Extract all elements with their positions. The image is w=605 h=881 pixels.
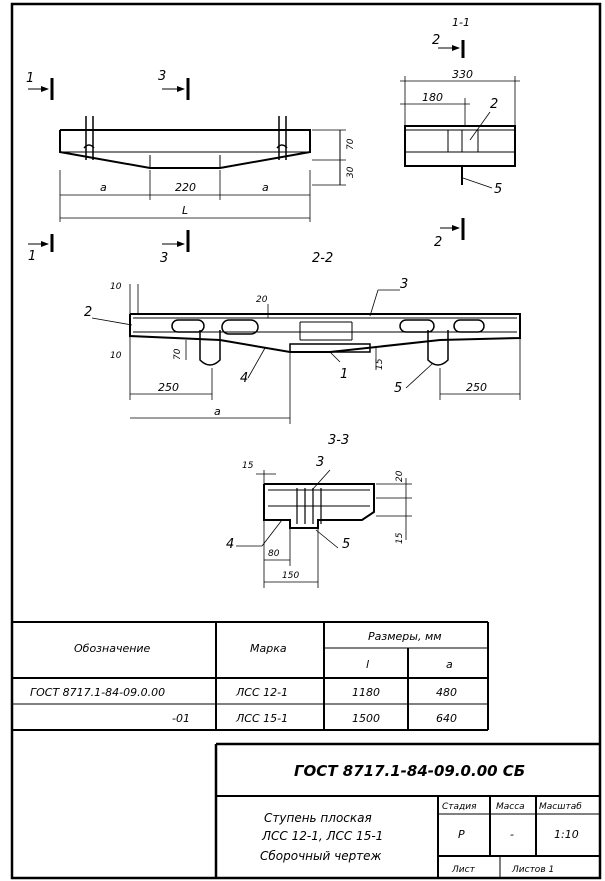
header-a: a bbox=[446, 658, 453, 671]
dim-15-right-sec33: 15 bbox=[395, 532, 405, 544]
section-3-3-view bbox=[236, 469, 412, 588]
dim-15-top-sec33: 15 bbox=[242, 461, 254, 471]
callout-5-sec22: 5 bbox=[394, 381, 402, 396]
callout-2-sec22: 2 bbox=[84, 305, 92, 320]
cut-mark-3-bottom: 3 bbox=[160, 251, 168, 266]
doc-name-line2: ЛСС 12-1, ЛСС 15-1 bbox=[261, 829, 383, 843]
dim-a-left: a bbox=[100, 181, 107, 194]
doc-name-line3: Сборочный чертеж bbox=[260, 849, 382, 863]
dim-20-sec22: 20 bbox=[256, 295, 268, 305]
doc-code: ГОСТ 8717.1-84-09.0.00 СБ bbox=[294, 762, 525, 780]
section-3-3-title: 3-3 bbox=[328, 433, 349, 448]
callout-3-sec22: 3 bbox=[400, 277, 408, 292]
sheets-label: Листов 1 bbox=[511, 865, 554, 875]
row2-mark: ЛСС 15-1 bbox=[235, 712, 288, 725]
cut-mark-3-top: 3 bbox=[158, 69, 166, 84]
sheet-label: Лист bbox=[451, 865, 476, 875]
dim-250-right: 250 bbox=[466, 381, 487, 394]
callout-4-sec22: 4 bbox=[240, 371, 248, 386]
dim-250-left: 250 bbox=[158, 381, 179, 394]
header-sizes: Размеры, мм bbox=[368, 630, 442, 643]
dim-30: 30 bbox=[346, 166, 356, 178]
spec-table bbox=[12, 621, 489, 731]
row1-mark: ЛСС 12-1 bbox=[235, 686, 288, 699]
drawing-frame bbox=[10, 2, 602, 880]
dim-15-sec22: 15 bbox=[375, 358, 385, 370]
title-block bbox=[214, 742, 600, 878]
elevation-view bbox=[28, 78, 346, 252]
header-l: l bbox=[366, 658, 369, 671]
dim-180: 180 bbox=[422, 91, 443, 104]
section-1-1-view bbox=[400, 40, 520, 240]
mass-label: Масса bbox=[496, 802, 525, 812]
dim-10-top: 10 bbox=[110, 282, 122, 292]
section-1-1-title: 1-1 bbox=[452, 16, 470, 29]
callout-2-sec11: 2 bbox=[490, 97, 498, 112]
row2-designation: -01 bbox=[172, 712, 190, 725]
stage-label: Стадия bbox=[442, 802, 477, 812]
row1-l: 1180 bbox=[352, 686, 380, 699]
doc-name-line1: Ступень плоская bbox=[264, 811, 372, 825]
row2-l: 1500 bbox=[352, 712, 380, 725]
callout-1-sec22: 1 bbox=[340, 367, 348, 382]
row1-a: 480 bbox=[436, 686, 457, 699]
scale-value: 1:10 bbox=[554, 828, 579, 841]
dim-20-sec33: 20 bbox=[395, 470, 405, 482]
section-2-2-title: 2-2 bbox=[312, 251, 333, 266]
dim-10-bottom: 10 bbox=[110, 351, 122, 361]
dim-70: 70 bbox=[346, 138, 356, 150]
dim-a-right: a bbox=[262, 181, 269, 194]
cut-mark-2-bottom: 2 bbox=[434, 235, 442, 250]
dim-330: 330 bbox=[452, 68, 473, 81]
dim-L: L bbox=[182, 204, 188, 217]
row2-a: 640 bbox=[436, 712, 457, 725]
stage-value: Р bbox=[458, 828, 465, 841]
dim-a-sec22: a bbox=[214, 405, 221, 418]
cut-mark-1-bottom: 1 bbox=[28, 249, 36, 264]
callout-5-sec33: 5 bbox=[342, 537, 350, 552]
callout-3-sec33: 3 bbox=[316, 455, 324, 470]
dim-220: 220 bbox=[175, 181, 196, 194]
dim-70-sec22: 70 bbox=[173, 348, 183, 360]
row1-designation: ГОСТ 8717.1-84-09.0.00 bbox=[30, 686, 165, 699]
header-designation: Обозначение bbox=[74, 642, 151, 655]
scale-label: Масштаб bbox=[539, 802, 582, 812]
header-mark: Марка bbox=[250, 642, 287, 655]
callout-4-sec33: 4 bbox=[226, 537, 234, 552]
callout-5-sec11: 5 bbox=[494, 182, 502, 197]
dim-80: 80 bbox=[268, 549, 280, 559]
section-2-2-view bbox=[91, 284, 521, 424]
dim-150: 150 bbox=[282, 571, 299, 581]
cut-mark-2-top: 2 bbox=[432, 33, 440, 48]
cut-mark-1-top: 1 bbox=[26, 71, 34, 86]
mass-value: - bbox=[510, 828, 514, 841]
